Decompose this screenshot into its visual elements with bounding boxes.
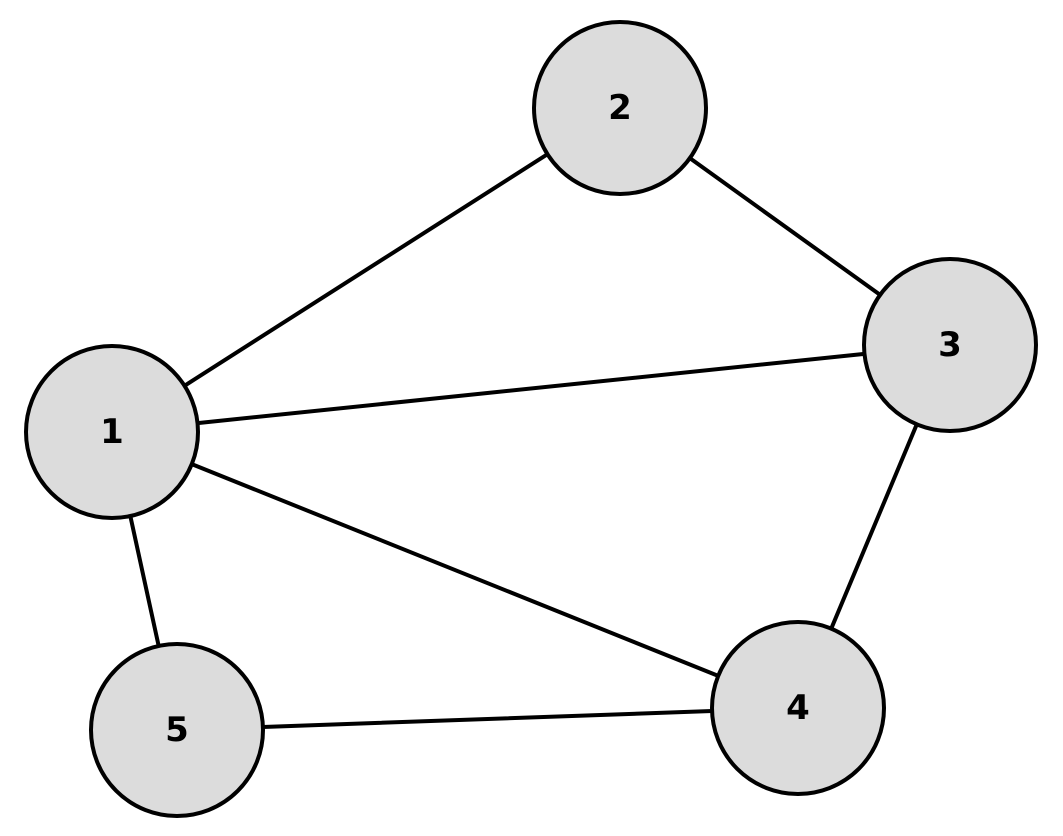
node-label-2: 2 (608, 88, 632, 128)
node-3: 3 (862, 257, 1038, 433)
node-circle-1 (24, 344, 200, 520)
node-4: 4 (710, 620, 886, 796)
nodes-layer: 1 2 3 4 5 (24, 20, 1038, 818)
node-circle-2 (532, 20, 708, 196)
edge-3-4 (829, 422, 919, 631)
node-1: 1 (24, 344, 200, 520)
edge-5-4 (260, 709, 715, 729)
node-2: 2 (532, 20, 708, 196)
edge-1-4 (189, 462, 721, 678)
node-label-1: 1 (100, 412, 124, 452)
node-circle-5 (89, 642, 265, 818)
edge-1-2 (182, 152, 550, 388)
node-5: 5 (89, 642, 265, 818)
edge-1-5 (128, 514, 161, 648)
node-circle-3 (862, 257, 1038, 433)
edge-2-3 (687, 156, 883, 297)
edge-1-3 (195, 351, 867, 426)
node-circle-4 (710, 620, 886, 796)
node-label-5: 5 (165, 710, 189, 750)
edges-layer (128, 152, 919, 729)
node-label-4: 4 (786, 688, 810, 728)
node-label-3: 3 (938, 325, 962, 365)
